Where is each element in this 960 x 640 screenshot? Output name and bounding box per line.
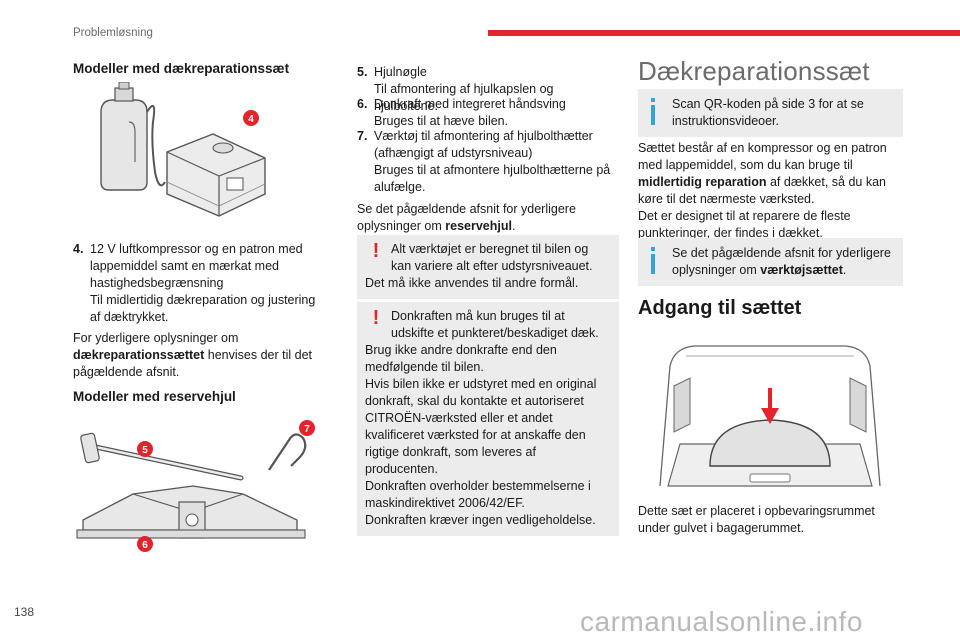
spare-wheel-more-info: Se det pågældende afsnit for yderligere … bbox=[357, 202, 576, 233]
list-item-7: 7. Værktøj til afmontering af hjulbolthæ… bbox=[357, 128, 619, 196]
page-title: Dækreparationssæt bbox=[638, 56, 870, 86]
section-accent-bar bbox=[488, 30, 960, 36]
page-number: 138 bbox=[14, 605, 35, 619]
list-item-4-detail: Til midlertidig dækreparation og justeri… bbox=[90, 293, 316, 324]
list-item-7-detail: Bruges til at afmontere hjulbolthætterne… bbox=[374, 163, 611, 194]
warning-box-jack: ! Donkraften må kun bruges til at udskif… bbox=[357, 302, 619, 536]
repair-kit-illustration: 4 bbox=[100, 82, 266, 217]
warning-jack-lead: Donkraften må kun bruges til at udskifte… bbox=[391, 309, 599, 340]
info-box-toolkit: Se det pågældende afsnit for yderligere … bbox=[638, 238, 903, 286]
info-box-qr: Scan QR-koden på side 3 for at se instru… bbox=[638, 89, 903, 137]
info-icon bbox=[646, 245, 660, 279]
callout-4-label: 4 bbox=[248, 114, 254, 125]
callout-6-label: 6 bbox=[142, 540, 148, 551]
list-item-7-number: 7. bbox=[357, 129, 368, 143]
list-item-6: 6. Donkraft med integreret håndsving Bru… bbox=[357, 96, 619, 130]
heading-access-kit: Adgang til sættet bbox=[638, 297, 802, 319]
warning-exclamation-icon: ! bbox=[372, 240, 380, 262]
info-icon bbox=[646, 96, 660, 130]
warning-exclamation-icon: ! bbox=[372, 307, 380, 329]
info-qr-text: Scan QR-koden på side 3 for at se instru… bbox=[672, 97, 864, 128]
warning-jack-text: Brug ikke andre donkrafte end den medføl… bbox=[365, 343, 557, 374]
callout-7-label: 7 bbox=[304, 424, 310, 435]
warning-jack-text: Donkraften kræver ingen vedligeholdelse. bbox=[365, 513, 596, 527]
spare-wheel-tools-illustration: 5 7 6 bbox=[76, 420, 315, 552]
kit-description-text: Sættet består af en kompressor og en pat… bbox=[638, 141, 887, 206]
trunk-caption: Dette sæt er placeret i opbevaringsrumme… bbox=[638, 504, 875, 535]
list-item-4-number: 4. bbox=[73, 242, 84, 256]
list-item-5: 5. Hjulnøgle Til afmontering af hjulkaps… bbox=[357, 64, 619, 115]
info-toolkit-text: Se det pågældende afsnit for yderligere … bbox=[672, 246, 891, 277]
kit-description: Sættet består af en kompressor og en pat… bbox=[638, 140, 903, 242]
list-item-6-number: 6. bbox=[357, 97, 368, 111]
list-item-5-detail: Til afmontering af hjulkapslen og hjulbo… bbox=[374, 82, 554, 113]
list-item-4-text: 12 V luftkompressor og en patron med lap… bbox=[90, 242, 303, 290]
list-item-4: 4. 12 V luftkompressor og en patron med … bbox=[73, 241, 323, 326]
callout-5-label: 5 bbox=[142, 445, 148, 456]
list-item-5-number: 5. bbox=[357, 65, 368, 79]
kit-description-text-2: Det er designet til at reparere de flest… bbox=[638, 209, 851, 240]
list-item-6-detail: Bruges til at hæve bilen. bbox=[374, 114, 509, 128]
repair-kit-more-info: For yderligere oplysninger om dækreparat… bbox=[73, 331, 312, 379]
warning-box-tools: ! Alt værktøjet er beregnet til bilen og… bbox=[357, 235, 619, 299]
trunk-floor-illustration bbox=[659, 345, 881, 487]
warning-tools-text: Det må ikke anvendes til andre formål. bbox=[365, 276, 579, 290]
warning-jack-text: Hvis bilen ikke er udstyret med en origi… bbox=[365, 377, 597, 476]
list-item-7-text: Værktøj til afmontering af hjulbolthætte… bbox=[374, 129, 593, 160]
heading-repair-kit-models: Modeller med dækreparationssæt bbox=[73, 61, 290, 76]
watermark: carmanualsonline.info bbox=[580, 606, 863, 637]
list-item-5-text: Hjulnøgle bbox=[374, 65, 427, 79]
section-label: Problemløsning bbox=[73, 27, 153, 39]
warning-jack-text: Donkraften overholder bestemmelserne i m… bbox=[365, 479, 591, 510]
warning-tools-lead: Alt værktøjet er beregnet til bilen og k… bbox=[391, 242, 593, 273]
list-item-6-text: Donkraft med integreret håndsving bbox=[374, 97, 566, 111]
heading-spare-wheel-models: Modeller med reservehjul bbox=[73, 389, 236, 404]
